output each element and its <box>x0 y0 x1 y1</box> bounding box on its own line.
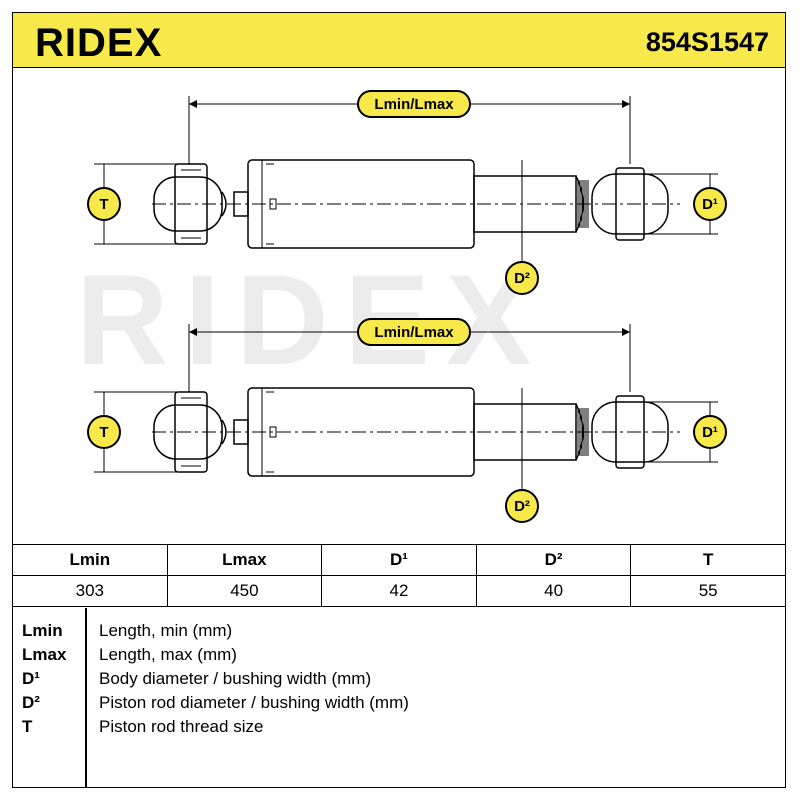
value-t: 55 <box>630 575 786 607</box>
value-lmin: 303 <box>12 575 168 607</box>
legend-divider <box>85 608 87 788</box>
d2-badge-label: D² <box>514 270 530 287</box>
legend-desc: Length, min (mm) <box>99 621 233 640</box>
thread-badge-circle <box>87 415 121 449</box>
legend-desc: Piston rod diameter / bushing width (mm) <box>99 693 409 712</box>
spec-value-row: 303 450 42 40 55 <box>12 575 786 607</box>
brand-logo: RIDEX <box>35 21 163 65</box>
legend-key: Lmax <box>22 645 67 664</box>
d2-badge-circle <box>505 261 539 295</box>
d1-badge-label: D¹ <box>702 196 718 213</box>
legend-key: D¹ <box>22 669 40 688</box>
arrow-left <box>189 328 197 336</box>
header-lmax: Lmax <box>166 544 323 576</box>
header-d2: D² <box>475 544 632 576</box>
arrow-left <box>189 100 197 108</box>
d2-badge-circle <box>505 489 539 523</box>
length-badge-label: Lmin/Lmax <box>374 96 454 113</box>
piston-rod <box>473 403 577 461</box>
length-badge-box <box>357 318 471 346</box>
spec-table: Lmin Lmax D¹ D² T 303 450 42 40 55 <box>12 544 786 607</box>
legend-desc: Length, max (mm) <box>99 645 237 664</box>
left-neck <box>221 191 227 217</box>
body-detail <box>269 198 277 210</box>
d1-badge-circle <box>693 415 727 449</box>
spec-header-row: Lmin Lmax D¹ D² T <box>12 544 786 576</box>
legend: Lmin Length, min (mm) Lmax Length, max (… <box>12 608 786 788</box>
legend-key: T <box>22 717 33 736</box>
thread-badge-circle <box>87 187 121 221</box>
header-d1: D¹ <box>321 544 477 576</box>
header-t: T <box>630 544 786 576</box>
body-detail <box>269 426 277 438</box>
header-bar: RIDEX 854S1547 <box>12 12 786 68</box>
arrow-right <box>622 328 630 336</box>
left-eye-outer <box>153 404 223 460</box>
legend-key: D² <box>22 693 40 712</box>
d2-badge-label: D² <box>514 498 530 515</box>
piston-rod <box>473 175 577 233</box>
left-eye-outer <box>153 176 223 232</box>
legend-key: Lmin <box>22 621 63 640</box>
right-eye-bushing <box>615 167 645 241</box>
thread-badge-label: T <box>99 196 108 213</box>
part-number: 854S1547 <box>645 27 769 57</box>
d1-badge-label: D¹ <box>702 424 718 441</box>
left-neck <box>221 419 227 445</box>
d1-badge-circle <box>693 187 727 221</box>
right-eye-bushing <box>615 395 645 469</box>
thread-badge-label: T <box>99 424 108 441</box>
value-lmax: 450 <box>166 575 323 607</box>
length-badge-box <box>357 90 471 118</box>
length-badge-label: Lmin/Lmax <box>374 324 454 341</box>
value-d1: 42 <box>321 575 477 607</box>
value-d2: 40 <box>475 575 632 607</box>
legend-desc: Body diameter / bushing width (mm) <box>99 669 372 688</box>
header-lmin: Lmin <box>12 544 168 576</box>
legend-desc: Piston rod thread size <box>99 717 264 736</box>
arrow-right <box>622 100 630 108</box>
